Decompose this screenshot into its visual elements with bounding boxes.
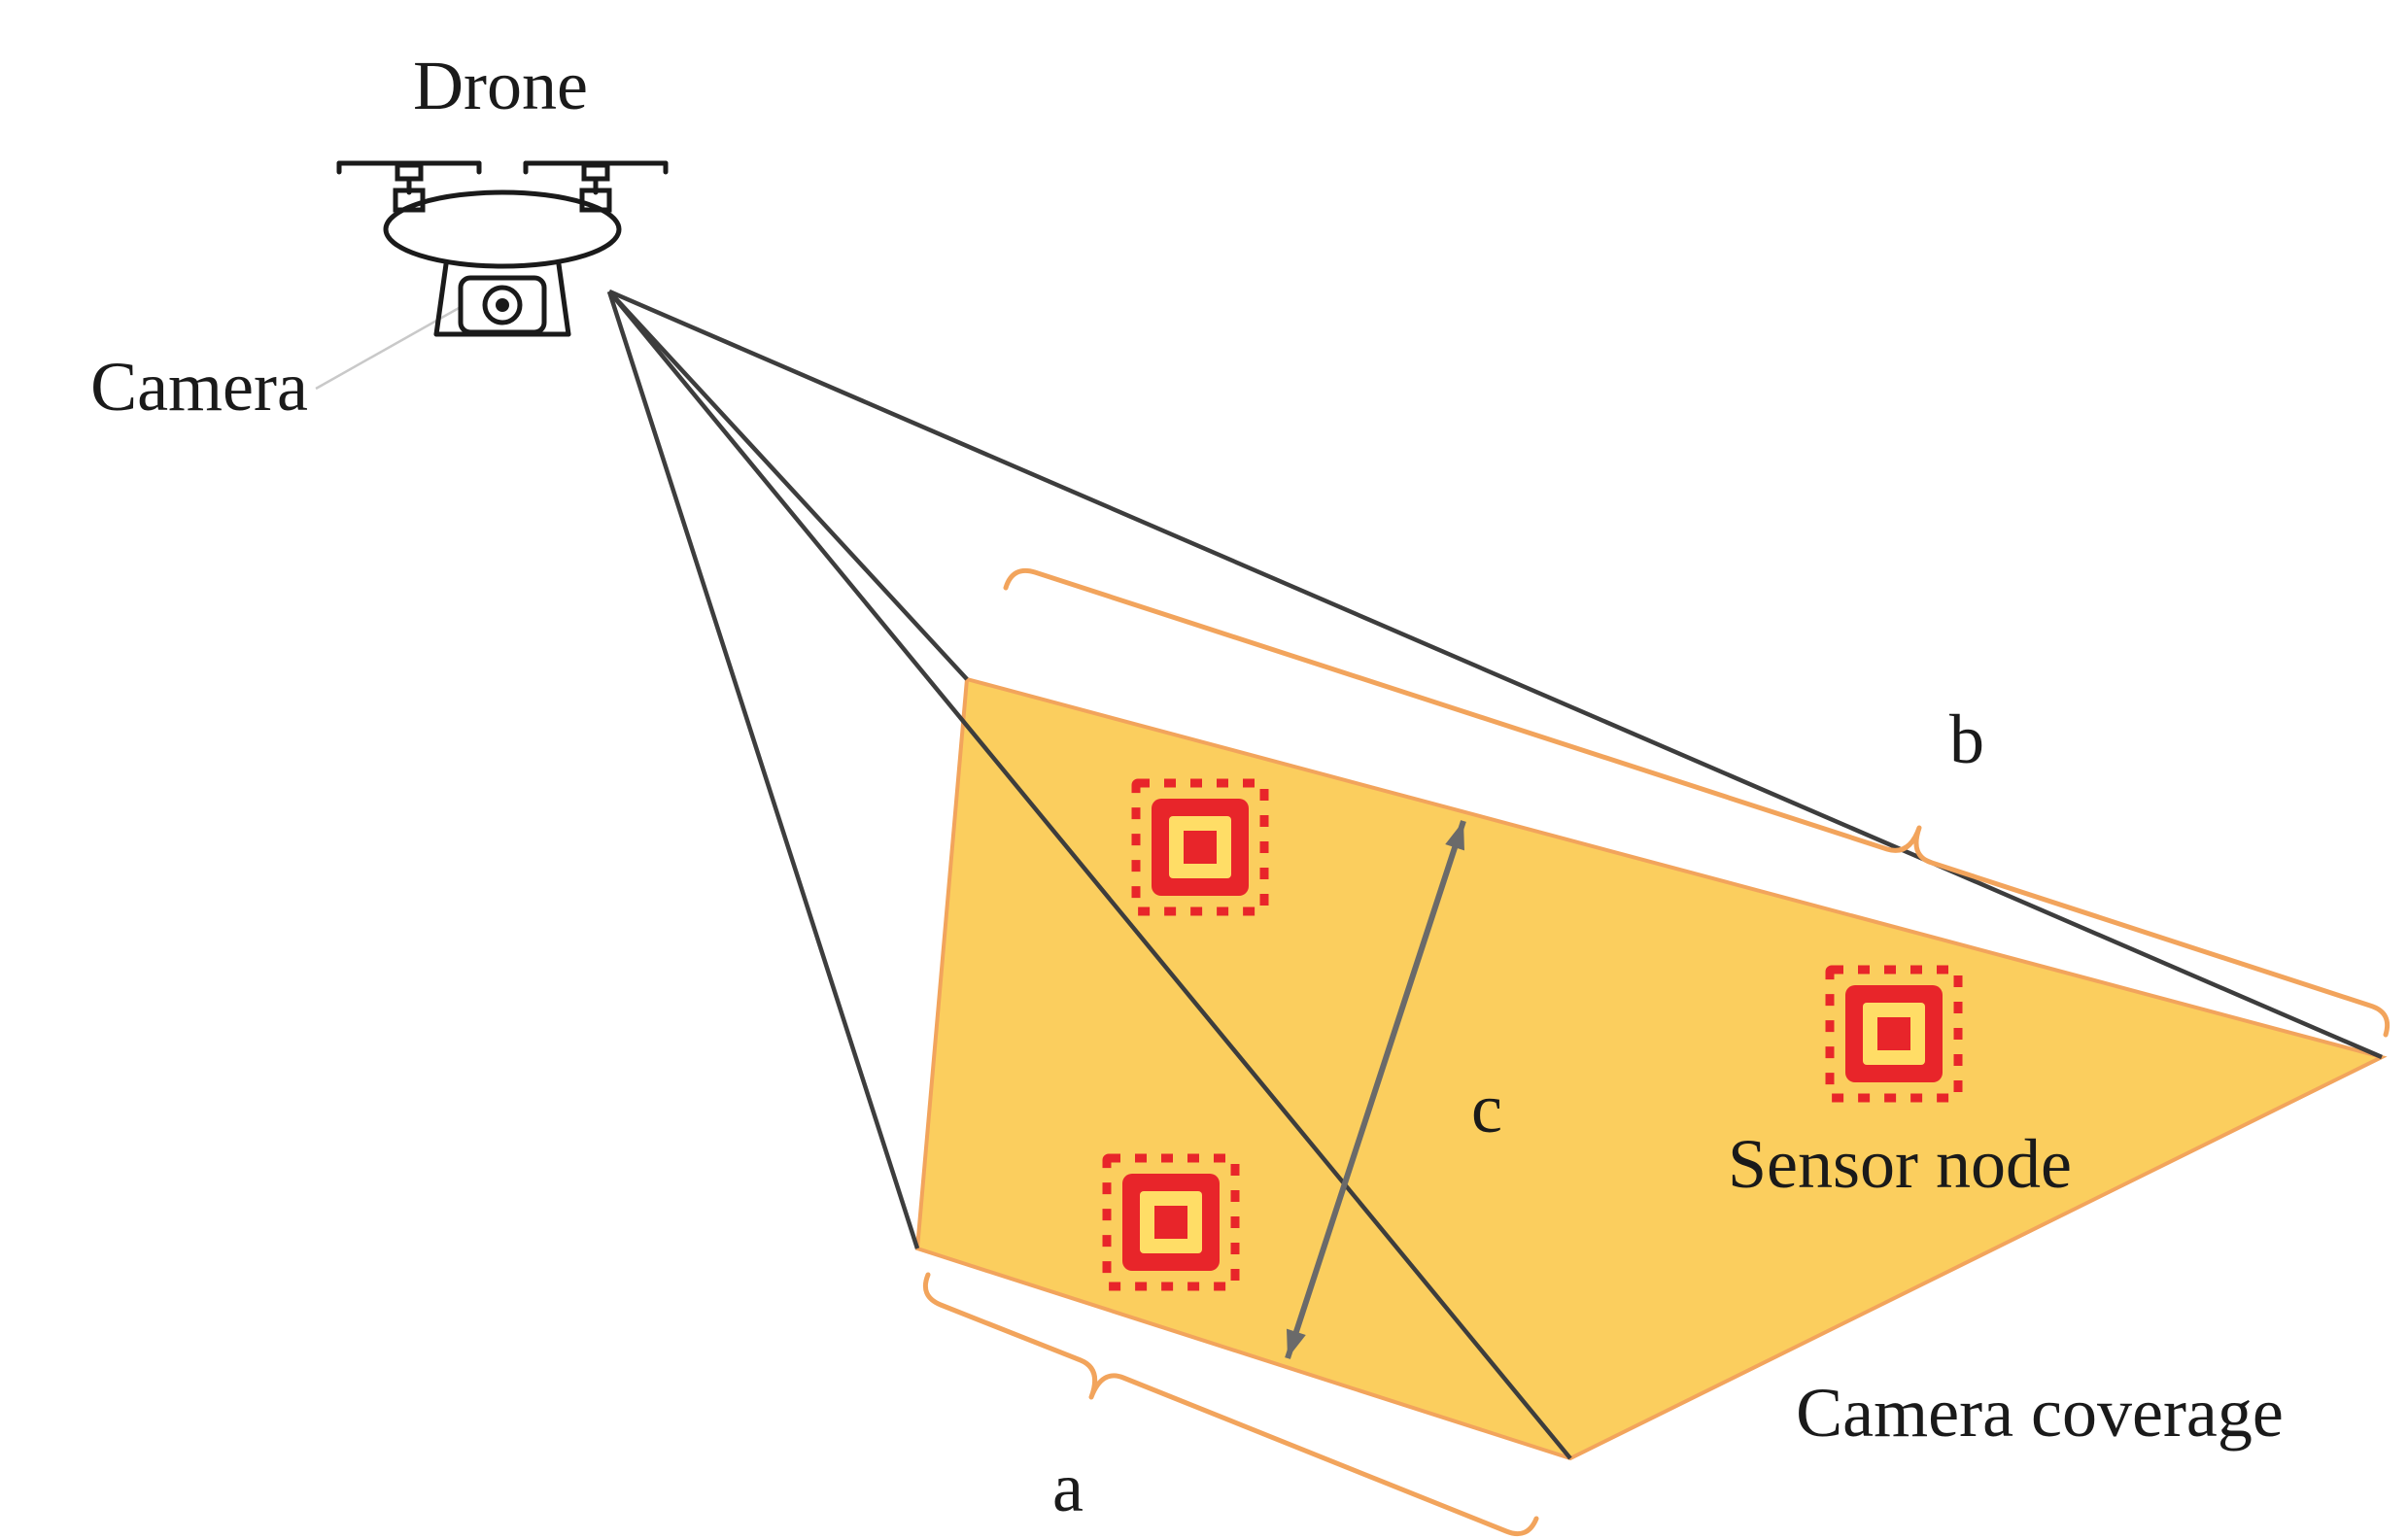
camera-label: Camera [90, 348, 308, 426]
chip-core [1877, 1017, 1910, 1050]
drone-icon [336, 160, 669, 337]
sensor-node-label: Sensor node [1728, 1125, 2072, 1203]
dimension-b-label: b [1949, 701, 1984, 778]
frustum-line-bottom-left [606, 291, 920, 1249]
chip-core [1154, 1206, 1187, 1239]
sensor-chip-icon [1131, 778, 1269, 916]
camera-lens-center [496, 298, 509, 312]
chip-pins [1102, 1153, 1240, 1291]
sensor-chip-icon [1102, 1153, 1240, 1291]
camera-coverage-area [914, 676, 2388, 1461]
dimension-a-label: a [1052, 1449, 1084, 1526]
camera-icon [458, 275, 547, 335]
chip-core [1184, 831, 1217, 864]
camera-lens [482, 285, 523, 325]
left-landing-leg [433, 261, 449, 337]
drone-label: Drone [413, 47, 588, 124]
drone-body [383, 189, 622, 269]
frustum-line-right [608, 289, 2383, 1060]
chip-pins [1131, 778, 1269, 916]
frustum-line-top-left [607, 290, 969, 681]
brace-a [922, 1272, 1539, 1537]
dimension-arrow-c [1285, 820, 1466, 1359]
brace-b [1003, 567, 2391, 1038]
sensor-chip-icon [1825, 965, 1963, 1103]
chip-pins [1825, 965, 1963, 1103]
dimension-c-label: c [1471, 1070, 1502, 1147]
camera-coverage-label: Camera coverage [1796, 1374, 2284, 1452]
right-landing-leg [556, 261, 571, 337]
